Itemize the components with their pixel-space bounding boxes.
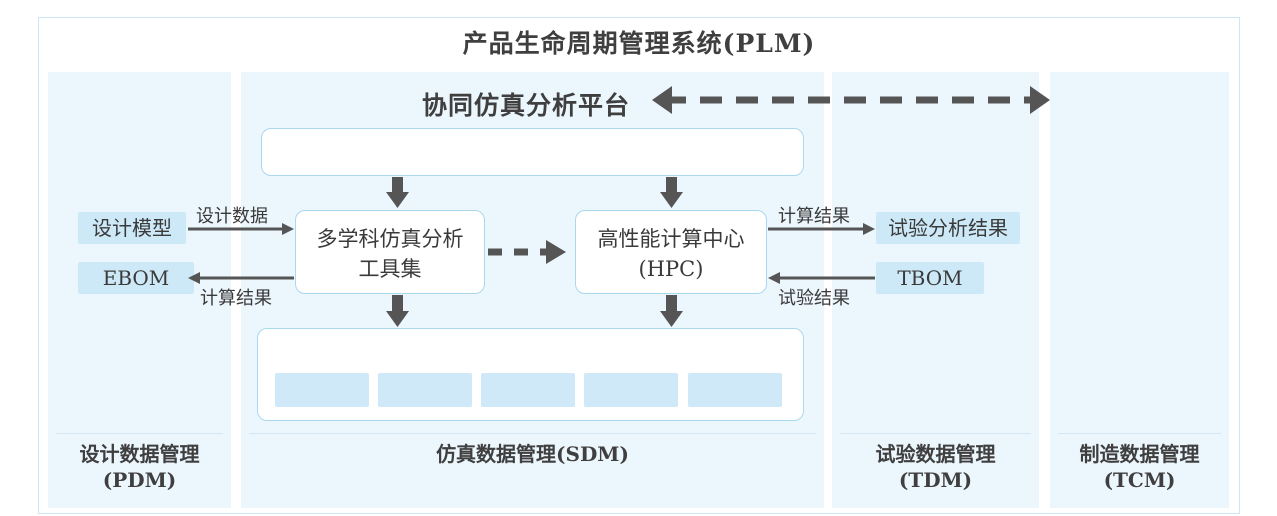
- plm-title: 产品生命周期管理系统(PLM): [462, 29, 816, 58]
- platform-to-tcm-dashed-arrow: [652, 86, 1050, 114]
- tcm-label: 制造数据管理 (TCM): [1050, 441, 1229, 493]
- calc-result-left-arrow: [188, 272, 294, 284]
- test-result-label: 试验结果: [778, 288, 850, 309]
- hpc-node: [575, 210, 767, 294]
- hpc-node-text: 高性能计算中心 (HPC): [575, 224, 767, 284]
- storage-slot: [481, 373, 575, 407]
- calc-result-left-label: 计算结果: [200, 288, 272, 309]
- sdm-divider: [249, 433, 816, 434]
- pdm-label-line2: (PDM): [102, 468, 177, 492]
- tcm-divider: [1058, 433, 1221, 434]
- toolset-line1: 多学科仿真分析: [316, 227, 464, 251]
- tcm-column: [1050, 72, 1229, 508]
- storage-slot: [275, 373, 369, 407]
- design-data-label: 设计数据: [196, 206, 268, 227]
- test-result-arrow: [768, 272, 875, 284]
- test-analysis-result-tag: 试验分析结果: [876, 212, 1020, 244]
- toolset-to-hpc-dashed-arrow: [488, 240, 566, 264]
- platform-title: 协同仿真分析平台: [422, 91, 631, 120]
- toolset-to-storage-arrow: [386, 295, 409, 327]
- pdm-label-line1: 设计数据管理: [79, 442, 200, 466]
- storage-slot: [378, 373, 472, 407]
- sdm-label: 仿真数据管理(SDM): [241, 441, 824, 467]
- platform-top-box: [261, 128, 804, 176]
- calc-result-right-arrow: [768, 223, 875, 235]
- top-to-toolset-arrow: [386, 177, 409, 208]
- pdm-divider: [56, 433, 223, 434]
- pdm-label: 设计数据管理 (PDM): [48, 441, 231, 493]
- tdm-label-line1: 试验数据管理: [875, 442, 996, 466]
- hpc-line2: (HPC): [638, 257, 704, 281]
- storage-slot: [584, 373, 678, 407]
- tdm-label-line2: (TDM): [898, 468, 973, 492]
- toolset-line2: 工具集: [358, 257, 422, 281]
- toolset-node-text: 多学科仿真分析 工具集: [295, 224, 485, 284]
- design-data-arrow: [188, 223, 294, 235]
- design-model-tag: 设计模型: [78, 212, 186, 244]
- sdm-label-line1: 仿真数据管理(SDM): [436, 442, 629, 466]
- storage-slot: [688, 373, 782, 407]
- hpc-line1: 高性能计算中心: [597, 227, 745, 251]
- toolset-node: [295, 210, 485, 294]
- tdm-label: 试验数据管理 (TDM): [832, 441, 1039, 493]
- ebom-tag: EBOM: [78, 262, 194, 294]
- tdm-divider: [840, 433, 1031, 434]
- tbom-tag: TBOM: [876, 262, 984, 294]
- hpc-to-storage-arrow: [660, 295, 683, 327]
- tcm-label-line2: (TCM): [1103, 468, 1176, 492]
- top-to-hpc-arrow: [660, 177, 683, 208]
- calc-result-right-label: 计算结果: [778, 206, 850, 227]
- tcm-label-line1: 制造数据管理: [1079, 442, 1200, 466]
